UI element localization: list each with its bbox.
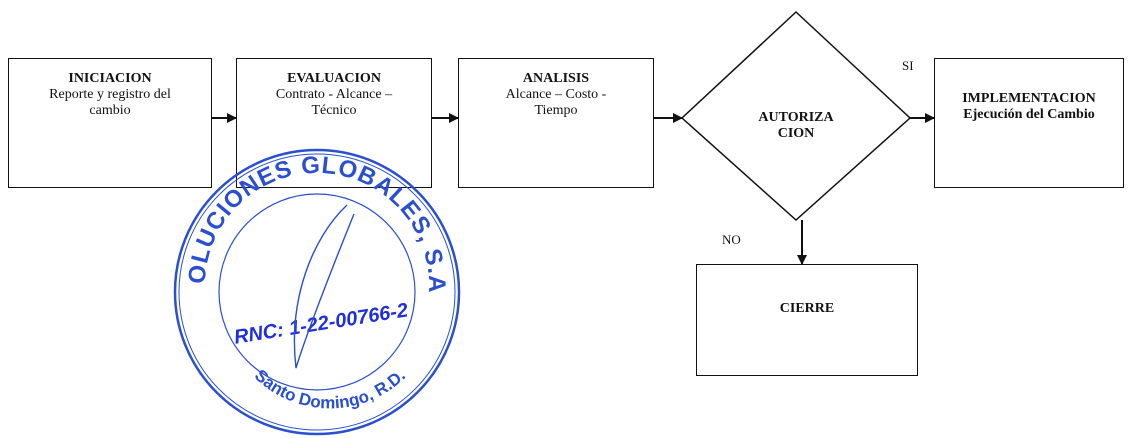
node-evaluacion: EVALUACION Contrato - Alcance – Técnico <box>236 58 432 188</box>
node-analisis-title: ANALISIS <box>522 71 590 86</box>
node-autorizacion-line1: AUTORIZA <box>758 110 834 125</box>
seal-rnc: RNC: 1-22-00766-2 <box>233 299 410 348</box>
seal-ring <box>173 148 461 436</box>
decision-diamond <box>680 10 912 222</box>
node-evaluacion-line1: Contrato - Alcance – <box>275 87 393 103</box>
node-analisis-line1: Alcance – Costo - <box>505 87 607 103</box>
node-implementacion: IMPLEMENTACION Ejecución del Cambio <box>934 58 1124 188</box>
seal-signature <box>293 204 355 369</box>
node-autorizacion-label: AUTORIZA CION <box>746 110 846 142</box>
node-iniciacion: INICIACION Reporte y registro del cambio <box>8 58 212 188</box>
node-implementacion-title: IMPLEMENTACION <box>962 91 1096 106</box>
seal-top-text: SOLUCIONES GLOBALES, S.A. <box>0 0 450 294</box>
node-implementacion-line1: Ejecución del Cambio <box>963 107 1095 123</box>
node-iniciacion-title: INICIACION <box>68 71 152 86</box>
node-iniciacion-line1: Reporte y registro del <box>49 87 171 103</box>
edge-label-si: SI <box>902 58 914 73</box>
node-cierre-title: CIERRE <box>779 300 835 316</box>
node-iniciacion-line2: cambio <box>89 103 131 119</box>
node-cierre: CIERRE <box>696 264 918 376</box>
edge-label-no: NO <box>722 232 741 247</box>
node-evaluacion-line2: Técnico <box>311 103 357 119</box>
node-evaluacion-title: EVALUACION <box>287 71 381 86</box>
node-analisis-line2: Tiempo <box>534 103 578 119</box>
node-analisis: ANALISIS Alcance – Costo - Tiempo <box>458 58 654 188</box>
node-autorizacion-line2: CION <box>777 126 815 142</box>
